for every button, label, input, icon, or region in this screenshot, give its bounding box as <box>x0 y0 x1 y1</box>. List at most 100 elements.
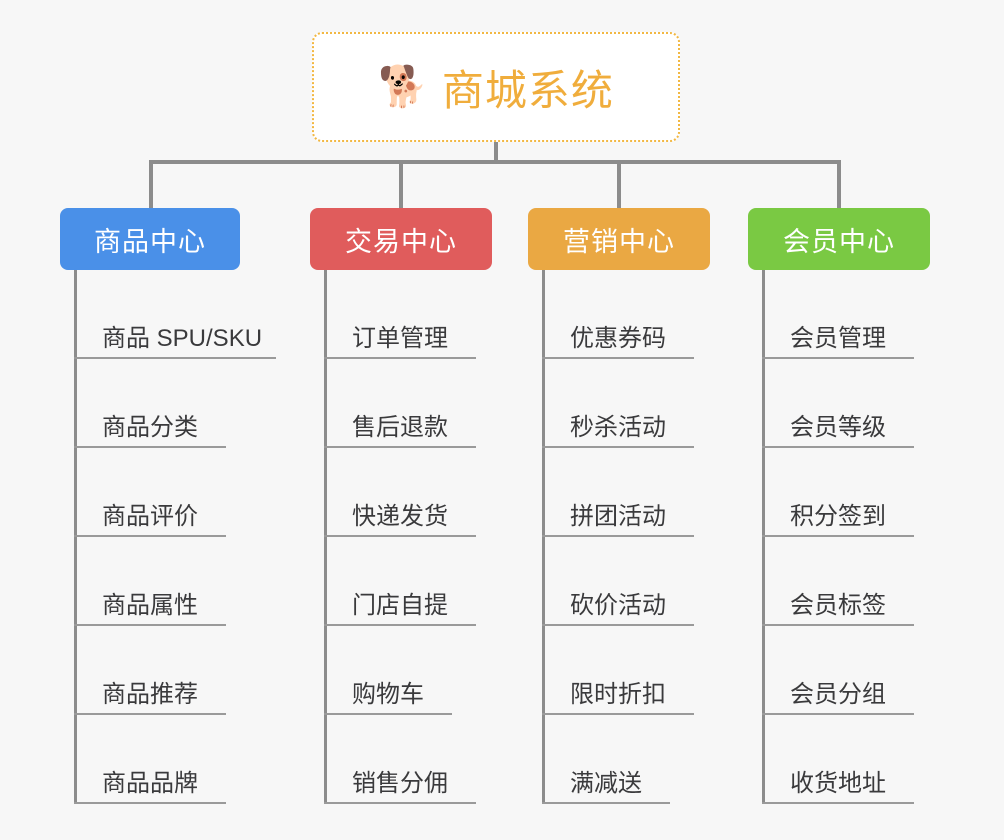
leaf-underline <box>74 802 226 804</box>
category-items-1: 订单管理售后退款快递发货门店自提购物车销售分佣 <box>310 270 492 804</box>
leaf-underline <box>542 624 694 626</box>
category-column-1: 交易中心订单管理售后退款快递发货门店自提购物车销售分佣 <box>310 208 492 804</box>
leaf-underline <box>324 802 476 804</box>
leaf-item-label: 订单管理 <box>352 325 448 352</box>
connector-drop-1 <box>399 160 403 208</box>
leaf-item[interactable]: 商品 SPU/SKU <box>60 270 276 359</box>
leaf-item[interactable]: 收货地址 <box>748 715 930 804</box>
leaf-underline <box>74 446 226 448</box>
leaf-item-label: 优惠券码 <box>570 325 666 352</box>
leaf-item-label: 会员管理 <box>790 325 886 352</box>
leaf-item[interactable]: 会员管理 <box>748 270 930 359</box>
leaf-item[interactable]: 会员等级 <box>748 359 930 448</box>
category-header-label: 商品中心 <box>94 226 206 257</box>
leaf-item[interactable]: 拼团活动 <box>528 448 710 537</box>
category-header-3[interactable]: 会员中心 <box>748 208 930 270</box>
leaf-item-label: 商品 SPU/SKU <box>102 325 263 352</box>
category-column-3: 会员中心会员管理会员等级积分签到会员标签会员分组收货地址 <box>748 208 930 804</box>
connector-trunk-0 <box>74 270 77 804</box>
category-items-3: 会员管理会员等级积分签到会员标签会员分组收货地址 <box>748 270 930 804</box>
leaf-underline <box>542 446 694 448</box>
leaf-item-label: 门店自提 <box>352 592 448 619</box>
connector-trunk-1 <box>324 270 327 804</box>
leaf-item-label: 售后退款 <box>352 414 448 441</box>
leaf-underline <box>762 802 914 804</box>
leaf-item[interactable]: 商品品牌 <box>60 715 240 804</box>
leaf-underline <box>542 535 694 537</box>
connector-trunk-2 <box>542 270 545 804</box>
leaf-item[interactable]: 限时折扣 <box>528 626 710 715</box>
leaf-item-label: 销售分佣 <box>352 770 448 797</box>
leaf-item[interactable]: 门店自提 <box>310 537 492 626</box>
leaf-item[interactable]: 秒杀活动 <box>528 359 710 448</box>
category-header-0[interactable]: 商品中心 <box>60 208 240 270</box>
connector-root-stem <box>494 142 498 164</box>
category-items-0: 商品 SPU/SKU 商品分类商品评价商品属性商品推荐商品品牌 <box>60 270 276 804</box>
leaf-underline <box>74 357 276 359</box>
leaf-underline <box>324 357 476 359</box>
leaf-item[interactable]: 会员分组 <box>748 626 930 715</box>
leaf-item[interactable]: 售后退款 <box>310 359 492 448</box>
leaf-item[interactable]: 会员标签 <box>748 537 930 626</box>
category-header-2[interactable]: 营销中心 <box>528 208 710 270</box>
leaf-item[interactable]: 优惠券码 <box>528 270 710 359</box>
leaf-item[interactable]: 订单管理 <box>310 270 492 359</box>
leaf-underline <box>74 535 226 537</box>
leaf-item-label: 拼团活动 <box>570 503 666 530</box>
leaf-underline <box>324 624 476 626</box>
category-header-label: 会员中心 <box>783 226 895 257</box>
leaf-underline <box>762 713 914 715</box>
leaf-item[interactable]: 积分签到 <box>748 448 930 537</box>
leaf-item-label: 购物车 <box>352 681 424 708</box>
connector-drop-2 <box>617 160 621 208</box>
root-node-商城系统[interactable]: 🐕 商城系统 <box>312 32 680 142</box>
leaf-item-label: 砍价活动 <box>570 592 666 619</box>
category-header-label: 交易中心 <box>345 226 457 257</box>
leaf-underline <box>762 535 914 537</box>
leaf-underline <box>324 446 476 448</box>
leaf-item[interactable]: 商品推荐 <box>60 626 240 715</box>
leaf-item-label: 满减送 <box>570 770 642 797</box>
category-header-1[interactable]: 交易中心 <box>310 208 492 270</box>
connector-drop-0 <box>149 160 153 208</box>
leaf-item-label: 积分签到 <box>790 503 886 530</box>
leaf-item-label: 收货地址 <box>790 770 886 797</box>
leaf-underline <box>762 624 914 626</box>
leaf-item-label: 会员分组 <box>790 681 886 708</box>
leaf-item-label: 商品属性 <box>102 592 198 619</box>
leaf-item-label: 商品品牌 <box>102 770 198 797</box>
leaf-item-label: 商品分类 <box>102 414 198 441</box>
leaf-item-label: 会员等级 <box>790 414 886 441</box>
leaf-item-label: 限时折扣 <box>570 681 666 708</box>
leaf-underline <box>324 713 452 715</box>
leaf-item-label: 会员标签 <box>790 592 886 619</box>
leaf-item[interactable]: 销售分佣 <box>310 715 492 804</box>
category-column-0: 商品中心商品 SPU/SKU 商品分类商品评价商品属性商品推荐商品品牌 <box>60 208 276 804</box>
shiba-dog-face-icon: 🐕 <box>378 65 428 109</box>
leaf-item[interactable]: 商品评价 <box>60 448 240 537</box>
leaf-item[interactable]: 砍价活动 <box>528 537 710 626</box>
leaf-item-label: 商品评价 <box>102 503 198 530</box>
connector-drop-3 <box>837 160 841 208</box>
leaf-underline <box>74 624 226 626</box>
leaf-underline <box>762 446 914 448</box>
leaf-underline <box>542 802 670 804</box>
category-items-2: 优惠券码秒杀活动拼团活动砍价活动限时折扣满减送 <box>528 270 710 804</box>
leaf-underline <box>74 713 226 715</box>
leaf-item[interactable]: 商品属性 <box>60 537 240 626</box>
leaf-underline <box>324 535 476 537</box>
leaf-item[interactable]: 满减送 <box>528 715 710 804</box>
category-column-2: 营销中心优惠券码秒杀活动拼团活动砍价活动限时折扣满减送 <box>528 208 710 804</box>
leaf-underline <box>542 713 694 715</box>
leaf-item-label: 商品推荐 <box>102 681 198 708</box>
leaf-item[interactable]: 快递发货 <box>310 448 492 537</box>
root-node-label: 商城系统 <box>441 66 614 114</box>
connector-trunk-3 <box>762 270 765 804</box>
leaf-item[interactable]: 商品分类 <box>60 359 240 448</box>
category-header-label: 营销中心 <box>563 226 675 257</box>
leaf-underline <box>542 357 694 359</box>
leaf-item-label: 快递发货 <box>352 503 448 530</box>
leaf-item[interactable]: 购物车 <box>310 626 492 715</box>
leaf-underline <box>762 357 914 359</box>
